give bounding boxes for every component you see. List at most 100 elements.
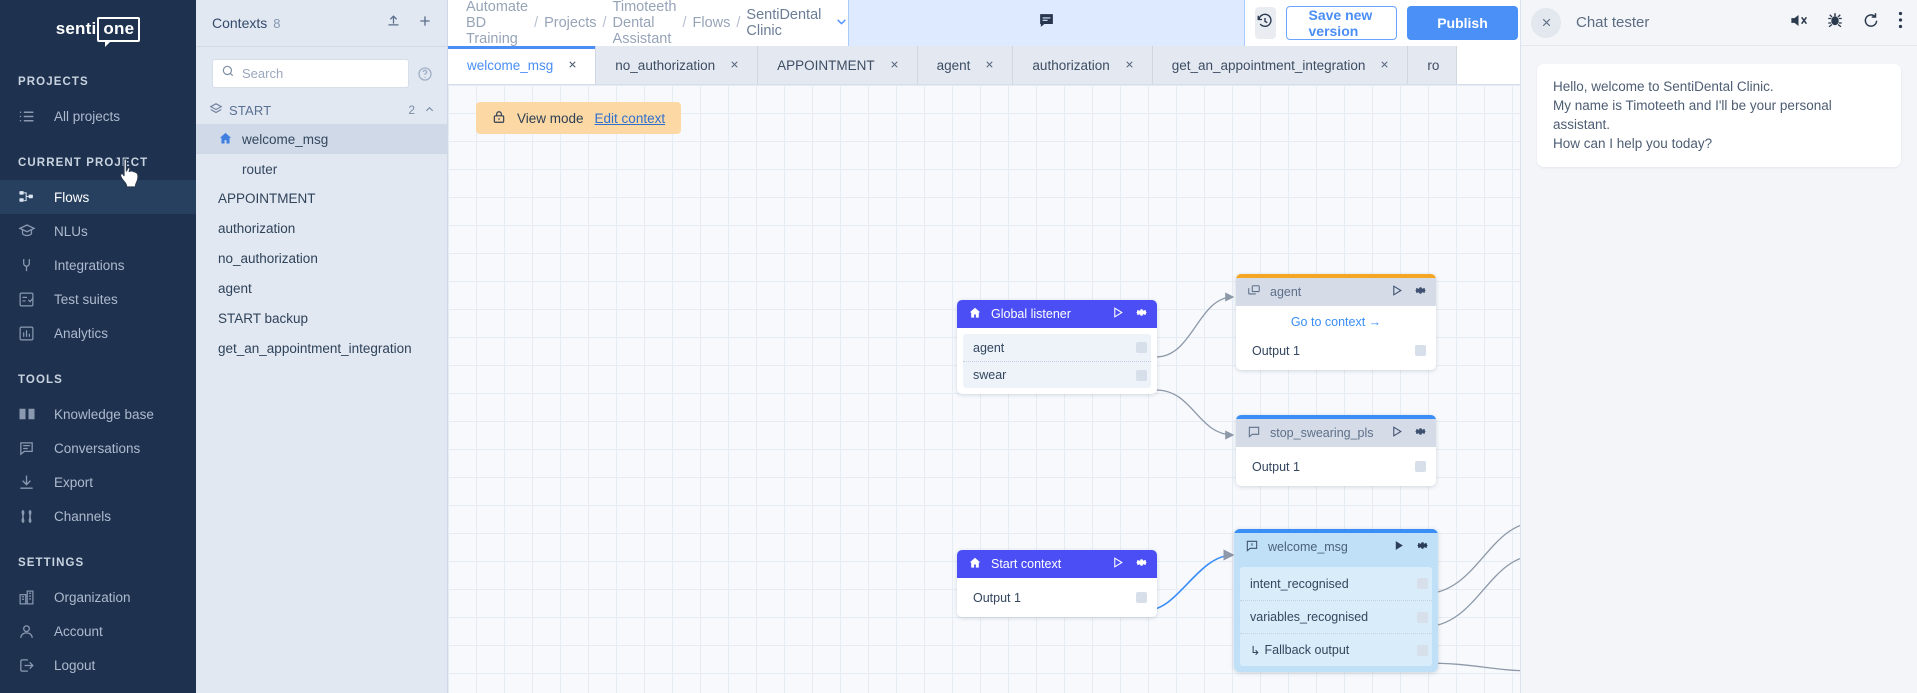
breadcrumb-item-1[interactable]: Projects (544, 15, 597, 31)
sidebar-item-channels[interactable]: Channels (0, 499, 196, 533)
output-port[interactable] (1415, 461, 1426, 472)
tab-no_authorization[interactable]: no_authorization (596, 46, 759, 84)
search-input[interactable] (242, 66, 400, 81)
play-icon[interactable] (1111, 556, 1124, 572)
breadcrumb-item-2[interactable]: Timoteeth Dental Assistant (612, 0, 677, 47)
close-chat-tester-button[interactable] (1531, 7, 1561, 38)
output-port[interactable] (1415, 345, 1426, 356)
add-context-icon[interactable] (417, 13, 433, 34)
node-global-listener[interactable]: Global listener agent swear (957, 300, 1157, 394)
tab-close-icon[interactable] (889, 58, 900, 72)
tab-get_an_appointment_integration[interactable]: get_an_appointment_integration (1152, 46, 1409, 84)
context-item-welcome-msg[interactable]: welcome_msg (196, 124, 447, 154)
node-welcome-msg[interactable]: welcome_msg intent_recognised variables_… (1234, 529, 1438, 672)
sidebar-item-integrations[interactable]: Integrations (0, 248, 196, 282)
context-row-no-authorization[interactable]: no_authorization (196, 244, 447, 274)
chevron-up-icon[interactable] (424, 103, 435, 118)
play-icon[interactable] (1111, 306, 1124, 322)
node-output-label: intent_recognised (1250, 576, 1349, 591)
output-port[interactable] (1136, 592, 1147, 603)
breadcrumb-item-4[interactable]: SentiDental Clinic (746, 7, 822, 39)
save-new-version-button[interactable]: Save new version (1285, 6, 1398, 40)
context-row-authorization[interactable]: authorization (196, 214, 447, 244)
list-icon (18, 107, 40, 125)
sidebar-item-analytics[interactable]: Analytics (0, 316, 196, 350)
message-icon (1247, 425, 1261, 442)
flow-canvas[interactable]: View mode Edit context (448, 85, 1520, 693)
version-history-button[interactable] (1255, 7, 1276, 39)
tab-ro[interactable]: ro (1408, 46, 1458, 84)
tab-close-icon[interactable] (1379, 58, 1390, 72)
sidebar-item-knowledge-base[interactable]: Knowledge base (0, 397, 196, 431)
sidebar-item-test-suites[interactable]: Test suites (0, 282, 196, 316)
gear-icon[interactable] (1414, 425, 1427, 441)
home-icon (968, 306, 982, 323)
sidebar-item-label: Integrations (54, 257, 125, 273)
gear-icon[interactable] (1414, 284, 1427, 300)
tab-agent[interactable]: agent (917, 46, 1014, 84)
gear-icon[interactable] (1135, 306, 1148, 322)
edit-context-link[interactable]: Edit context (594, 110, 666, 126)
output-port[interactable] (1417, 612, 1428, 623)
sidebar-item-account[interactable]: Account (0, 614, 196, 648)
node-start-context[interactable]: Start context Output 1 (957, 550, 1157, 617)
sidebar-item-nlus[interactable]: NLUs (0, 214, 196, 248)
context-group-start[interactable]: START 2 (196, 96, 447, 124)
node-stop-swearing-pls[interactable]: stop_swearing_pls Output 1 (1236, 415, 1436, 486)
tab-close-icon[interactable] (729, 58, 740, 72)
context-row-start-backup[interactable]: START backup (196, 304, 447, 334)
view-mode-label: View mode (517, 110, 584, 126)
tab-welcome_msg[interactable]: welcome_msg (448, 46, 597, 84)
output-port[interactable] (1417, 578, 1428, 589)
output-port[interactable] (1417, 645, 1428, 656)
restart-icon[interactable] (1862, 11, 1880, 34)
output-port[interactable] (1136, 370, 1147, 381)
sidebar-item-conversations[interactable]: Conversations (0, 431, 196, 465)
sidebar-item-organization[interactable]: Organization (0, 580, 196, 614)
go-to-context-link[interactable]: Go to context → (1290, 315, 1382, 329)
tab-close-icon[interactable] (984, 58, 995, 72)
node-title: agent (1270, 285, 1302, 299)
gear-icon[interactable] (1416, 539, 1429, 555)
node-accent-bar (1236, 274, 1436, 278)
breadcrumb-item-3[interactable]: Flows (692, 15, 731, 31)
gear-icon[interactable] (1135, 556, 1148, 572)
tab-appointment[interactable]: APPOINTMENT (758, 46, 918, 84)
layers-icon (209, 102, 223, 119)
output-port[interactable] (1136, 342, 1147, 353)
chat-message-line: Hello, welcome to SentiDental Clinic. (1553, 79, 1774, 94)
mute-icon[interactable] (1789, 11, 1808, 35)
tab-authorization[interactable]: authorization (1013, 46, 1153, 84)
chat-tester-header: Chat tester (1521, 0, 1917, 46)
search-icon (221, 64, 235, 83)
breadcrumb-item-0[interactable]: Automate BD Training (466, 0, 529, 47)
node-title: Start context (991, 557, 1062, 571)
sidebar-item-all-projects[interactable]: All projects (0, 99, 196, 133)
search-box[interactable] (212, 59, 409, 88)
node-agent[interactable]: agent Go to context → Output 1 (1236, 274, 1436, 370)
sidebar-item-flows[interactable]: Flows (0, 180, 196, 214)
contexts-count: 8 (273, 15, 281, 31)
context-link-icon (1247, 284, 1261, 301)
context-item-router[interactable]: router (196, 154, 447, 184)
debug-bug-icon[interactable] (1826, 11, 1844, 34)
upload-icon[interactable] (386, 13, 401, 33)
sidebar-item-export[interactable]: Export (0, 465, 196, 499)
play-icon[interactable] (1392, 539, 1405, 555)
tab-close-icon[interactable] (1124, 58, 1135, 72)
play-icon[interactable] (1390, 284, 1403, 300)
chevron-down-icon[interactable] (835, 15, 848, 32)
help-icon[interactable] (417, 66, 433, 82)
context-row-get-an-appointment-integration[interactable]: get_an_appointment_integration (196, 334, 447, 364)
publish-button[interactable]: Publish (1407, 6, 1518, 40)
tab-close-icon[interactable] (567, 58, 578, 72)
more-options-icon[interactable] (1898, 11, 1903, 34)
sidebar-item-logout[interactable]: Logout (0, 648, 196, 682)
context-row-agent[interactable]: agent (196, 274, 447, 304)
play-icon[interactable] (1390, 425, 1403, 441)
context-row-appointment[interactable]: APPOINTMENT (196, 184, 447, 214)
